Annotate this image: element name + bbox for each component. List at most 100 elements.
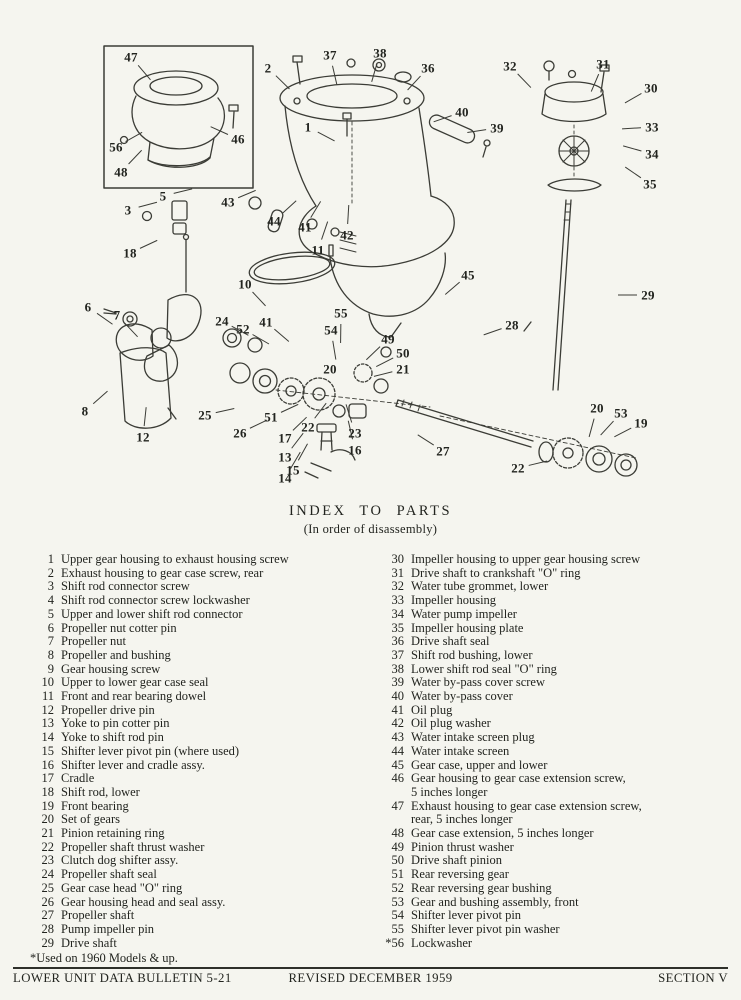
- part-description: Propeller shaft: [61, 908, 135, 923]
- diagram-callout: 13: [278, 449, 292, 465]
- parts-list-item: 50 Drive shaft pinion: [380, 854, 720, 868]
- diagram-callout: 54: [324, 322, 338, 338]
- part-description: Drive shaft: [61, 935, 117, 950]
- footer-bulletin-title: LOWER UNIT DATA BULLETIN 5-21: [13, 971, 232, 985]
- callout-leader: [624, 93, 642, 104]
- part-number: 42: [391, 716, 405, 731]
- part-number: 1: [47, 552, 54, 566]
- part-description: Gear housing to gear case extension scre…: [411, 771, 626, 799]
- part-description: Water by-pass cover: [411, 689, 513, 704]
- diagram-callout: 50: [396, 345, 410, 361]
- footer-revision-date: REVISED DECEMBER 1959: [288, 971, 453, 985]
- callout-leader: [128, 149, 143, 165]
- callout-leader: [345, 404, 353, 423]
- part-number: 34: [391, 606, 405, 621]
- part-description: Propeller shaft thrust washer: [61, 839, 205, 854]
- part-number: 19: [41, 798, 55, 813]
- gear-train: [222, 328, 431, 419]
- diagram-callout: 30: [644, 80, 658, 96]
- part-description: Rear reversing gear bushing: [411, 880, 552, 895]
- part-description: Propeller nut: [61, 634, 126, 649]
- callout-leader: [290, 451, 301, 469]
- part-number: 21: [41, 826, 55, 841]
- callout-leader: [275, 75, 290, 90]
- diagram-callout: 3: [124, 202, 132, 218]
- callout-leader: [417, 434, 435, 446]
- part-description: Impeller housing to upper gear housing s…: [411, 552, 641, 566]
- part-description: Shifter lever pivot pin washer: [411, 921, 560, 936]
- part-description: Drive shaft pinion: [411, 853, 502, 868]
- part-description: Upper and lower shift rod connector: [61, 606, 243, 621]
- diagram-callout: 15: [286, 462, 300, 478]
- part-number: 32: [391, 579, 405, 594]
- part-number: 2: [47, 565, 54, 580]
- part-number: 47: [391, 798, 405, 813]
- part-number: 46: [391, 771, 405, 786]
- diagram-callout: 10: [238, 276, 252, 292]
- footer-rule: [13, 967, 728, 969]
- index-footnote: *Used on 1960 Models & up.: [30, 951, 178, 965]
- parts-list-item: 32 Water tube grommet, lower: [380, 580, 720, 594]
- part-description: Pinion thrust washer: [411, 839, 514, 854]
- parts-list-item: 20 Set of gears: [30, 813, 370, 827]
- callout-leader: [249, 419, 268, 429]
- part-description: Gear housing head and seal assy.: [61, 894, 226, 909]
- part-number: 3: [47, 579, 54, 594]
- diagram-callout: 11: [311, 242, 325, 258]
- part-number: 33: [391, 593, 405, 608]
- part-number: 50: [391, 853, 405, 868]
- part-description: Upper to lower gear case seal: [61, 675, 209, 690]
- footer-section-label: SECTION V: [658, 971, 728, 985]
- part-description: Propeller nut cotter pin: [61, 620, 177, 635]
- diagram-callout: 55: [334, 305, 348, 321]
- part-description: Water tube grommet, lower: [411, 579, 549, 594]
- part-description: Clutch dog shifter assy.: [61, 853, 179, 868]
- part-description: Lockwasher: [411, 935, 473, 950]
- callout-leader: [291, 432, 304, 449]
- part-description: Water intake screen: [411, 743, 510, 758]
- callout-leader: [347, 420, 354, 440]
- part-number: 26: [41, 894, 55, 909]
- part-number: 55: [391, 921, 405, 936]
- part-number: 20: [41, 812, 55, 827]
- part-number: 18: [41, 784, 55, 799]
- water-bypass-cover: [428, 114, 491, 158]
- parts-list-item: 46 Gear housing to gear case extension sc…: [380, 771, 720, 799]
- part-description: Propeller drive pin: [61, 702, 155, 717]
- diagram-callout: 6: [84, 299, 92, 315]
- part-number: 9: [47, 661, 54, 676]
- diagram-callout: 39: [490, 120, 504, 136]
- part-number: 29: [41, 935, 55, 950]
- callout-leader: [124, 322, 138, 338]
- parts-list-item: 40 Water by-pass cover: [380, 689, 720, 704]
- callout-leader: [332, 340, 337, 360]
- part-number: 40: [391, 689, 405, 704]
- diagram-callout: 41: [298, 219, 312, 235]
- part-description: Rear reversing gear: [411, 867, 509, 882]
- callout-leader: [600, 420, 614, 436]
- part-number: 25: [41, 880, 55, 895]
- part-number: 37: [391, 647, 405, 662]
- part-number: 15: [41, 743, 55, 758]
- part-description: Set of gears: [61, 812, 121, 827]
